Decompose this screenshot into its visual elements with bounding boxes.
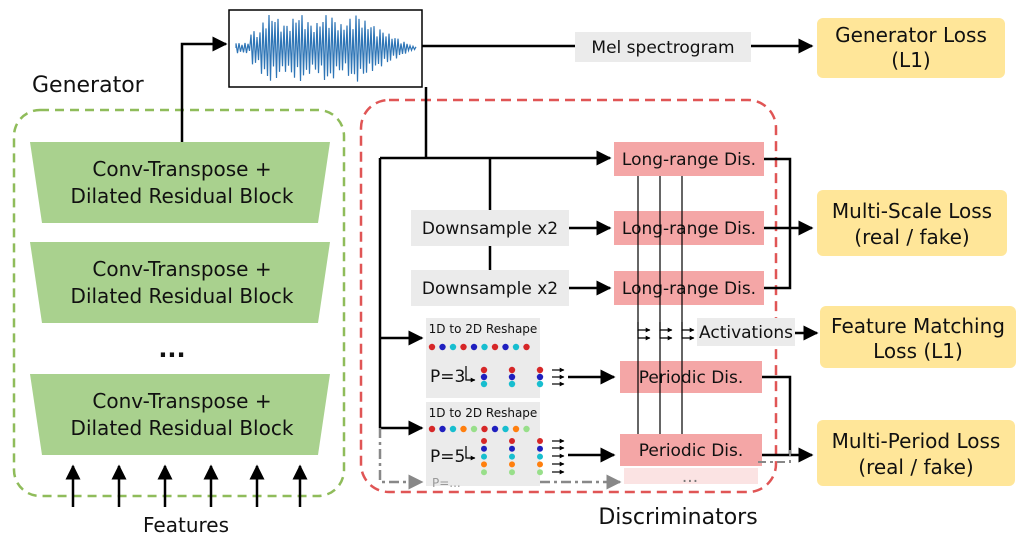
gen-block-1: Conv-Transpose + Dilated Residual Block	[30, 142, 330, 223]
gen-block-2-line1: Conv-Transpose +	[92, 257, 271, 281]
gen-block-3: Conv-Transpose + Dilated Residual Block	[30, 374, 330, 455]
feature-line2: Loss (L1)	[873, 339, 963, 363]
long-range-label-1: Long-range Dis.	[622, 150, 756, 170]
p5-label: P=5	[430, 447, 465, 467]
long-range-dis-1	[614, 142, 764, 176]
long-range-label-2: Long-range Dis.	[622, 219, 756, 239]
input-bus	[378, 87, 612, 436]
multiperiod-line2: (real / fake)	[858, 455, 973, 479]
feature-matching-loss-box	[820, 306, 1016, 368]
generator-loss-box	[817, 18, 1005, 78]
reshape-label-1: 1D to 2D Reshape	[429, 322, 538, 336]
downsample-box-1	[411, 210, 569, 246]
activation-lines	[637, 176, 695, 434]
features-label: Features	[143, 513, 229, 537]
generator-region	[12, 108, 346, 498]
more-periodic-collector	[758, 450, 791, 463]
gen-block-2-line2: Dilated Residual Block	[71, 284, 294, 308]
feature-line1: Feature Matching	[831, 314, 1005, 338]
activations-box	[697, 318, 795, 346]
multiscale-line2: (real / fake)	[854, 225, 969, 249]
grid-out-arrows	[552, 367, 565, 475]
periodic-dis-1	[620, 361, 762, 393]
mel-box	[575, 32, 751, 62]
long-range-dis-2	[614, 211, 764, 245]
activations-label: Activations	[699, 323, 793, 343]
gen-block-1-line2: Dilated Residual Block	[71, 184, 294, 208]
periodic-dis-2	[620, 434, 762, 466]
multiperiod-line1: Multi-Period Loss	[832, 429, 1001, 453]
gen-block-3-line2: Dilated Residual Block	[71, 416, 294, 440]
periodic-label-2: Periodic Dis.	[639, 441, 744, 461]
reshape-arrow-2	[465, 446, 476, 461]
long-range-dis-3	[614, 271, 764, 305]
generator-title: Generator	[32, 73, 145, 98]
multi-period-loss-box	[817, 420, 1015, 486]
downsample-label-2: Downsample x2	[422, 279, 558, 299]
periodic-more-box	[624, 468, 758, 484]
gen-to-waveform-arrow	[180, 36, 228, 142]
multiperiod-collector	[762, 375, 814, 463]
reshape-dots-1d-p5	[428, 425, 530, 433]
pdots-label: P=...	[432, 476, 461, 490]
periodic-more-dots: ...	[682, 467, 698, 487]
waveform-icon	[235, 14, 417, 82]
p3-label: P=3	[430, 367, 465, 387]
multiscale-collector	[764, 157, 814, 290]
gen-ellipsis: ...	[158, 335, 185, 363]
multiscale-line1: Multi-Scale Loss	[832, 199, 992, 223]
reshape-arrow-1	[465, 366, 476, 383]
reshape-grid-2d-p5	[481, 438, 543, 476]
more-periods-arrow	[378, 428, 424, 490]
reshape-grid-2d-p3	[480, 366, 544, 388]
long-range-label-3: Long-range Dis.	[622, 279, 756, 299]
gen-block-3-line1: Conv-Transpose +	[92, 389, 271, 413]
discriminators-region	[359, 98, 778, 494]
discriminators-title: Discriminators	[598, 505, 757, 530]
reshape-label-2: 1D to 2D Reshape	[429, 406, 538, 420]
gen-block-2: Conv-Transpose + Dilated Residual Block	[30, 242, 330, 323]
periodic-label-1: Periodic Dis.	[639, 368, 744, 388]
reshape-dots-1d-p3	[428, 343, 530, 351]
downsample-label-1: Downsample x2	[422, 219, 558, 239]
multi-scale-loss-box	[817, 190, 1007, 256]
gen-loss-line2: (L1)	[891, 48, 930, 72]
gen-block-1-line1: Conv-Transpose +	[92, 157, 271, 181]
mel-label: Mel spectrogram	[591, 38, 734, 58]
feature-arrows	[65, 464, 308, 507]
downsample-box-2	[411, 270, 569, 306]
gen-loss-line1: Generator Loss	[835, 23, 987, 47]
